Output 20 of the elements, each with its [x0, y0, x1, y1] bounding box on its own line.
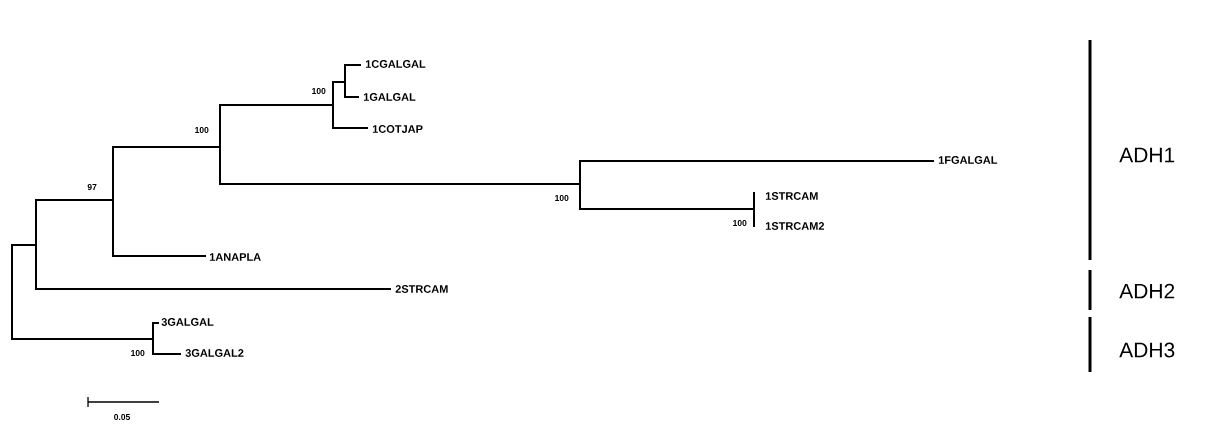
group-label: ADH3	[1119, 342, 1175, 358]
taxon-label: 1GALGAL	[363, 93, 416, 101]
taxon-label: 1CGALGAL	[365, 60, 426, 68]
bootstrap-value: 100	[195, 127, 209, 133]
bootstrap-value: 100	[312, 88, 326, 94]
taxon-label: 1STRCAM	[765, 192, 818, 200]
taxon-label: 1FGALGAL	[938, 156, 998, 164]
scale-label: 0.05	[114, 414, 131, 420]
taxon-label: 1COTJAP	[372, 125, 423, 133]
group-label: ADH2	[1119, 283, 1175, 299]
bootstrap-value: 100	[131, 350, 145, 356]
taxon-label: 3GALGAL2	[185, 349, 244, 357]
bootstrap-value: 97	[87, 184, 97, 190]
taxon-label: 3GALGAL	[161, 318, 214, 326]
taxon-label: 2STRCAM	[395, 285, 448, 293]
group-label: ADH1	[1119, 147, 1175, 163]
bootstrap-value: 100	[733, 220, 747, 226]
taxon-label: 1ANAPLA	[209, 253, 261, 261]
bootstrap-value: 100	[555, 195, 569, 201]
taxon-label: 1STRCAM2	[765, 222, 825, 230]
